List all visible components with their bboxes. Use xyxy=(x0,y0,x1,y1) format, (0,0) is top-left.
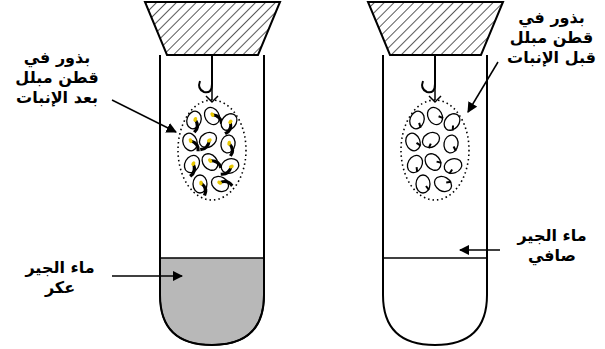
ungerminated-seeds xyxy=(403,105,464,195)
stopper xyxy=(368,2,503,55)
clear-limewater xyxy=(383,257,487,259)
germinated-seeds xyxy=(180,105,241,197)
stopper xyxy=(145,2,280,55)
seed-label: بذور في قطن مبلل قبل الإنبات xyxy=(500,8,603,68)
test-tube xyxy=(160,55,264,345)
seed-label: بذور في قطن مبلل بعد الإنبات xyxy=(2,48,112,108)
hook xyxy=(199,55,212,92)
leader-arrow xyxy=(460,249,500,251)
leader-arrow xyxy=(112,100,176,132)
limewater-label: ماء الجير صافي xyxy=(502,226,602,266)
wet-cotton xyxy=(178,100,246,200)
wet-cotton xyxy=(401,100,469,200)
leader-arrow xyxy=(112,275,182,277)
limewater-label: ماء الجير عكر xyxy=(10,258,110,298)
turbid-limewater xyxy=(160,258,264,345)
leader-arrow xyxy=(468,62,498,112)
hook xyxy=(422,55,435,92)
test-tube xyxy=(383,55,487,345)
